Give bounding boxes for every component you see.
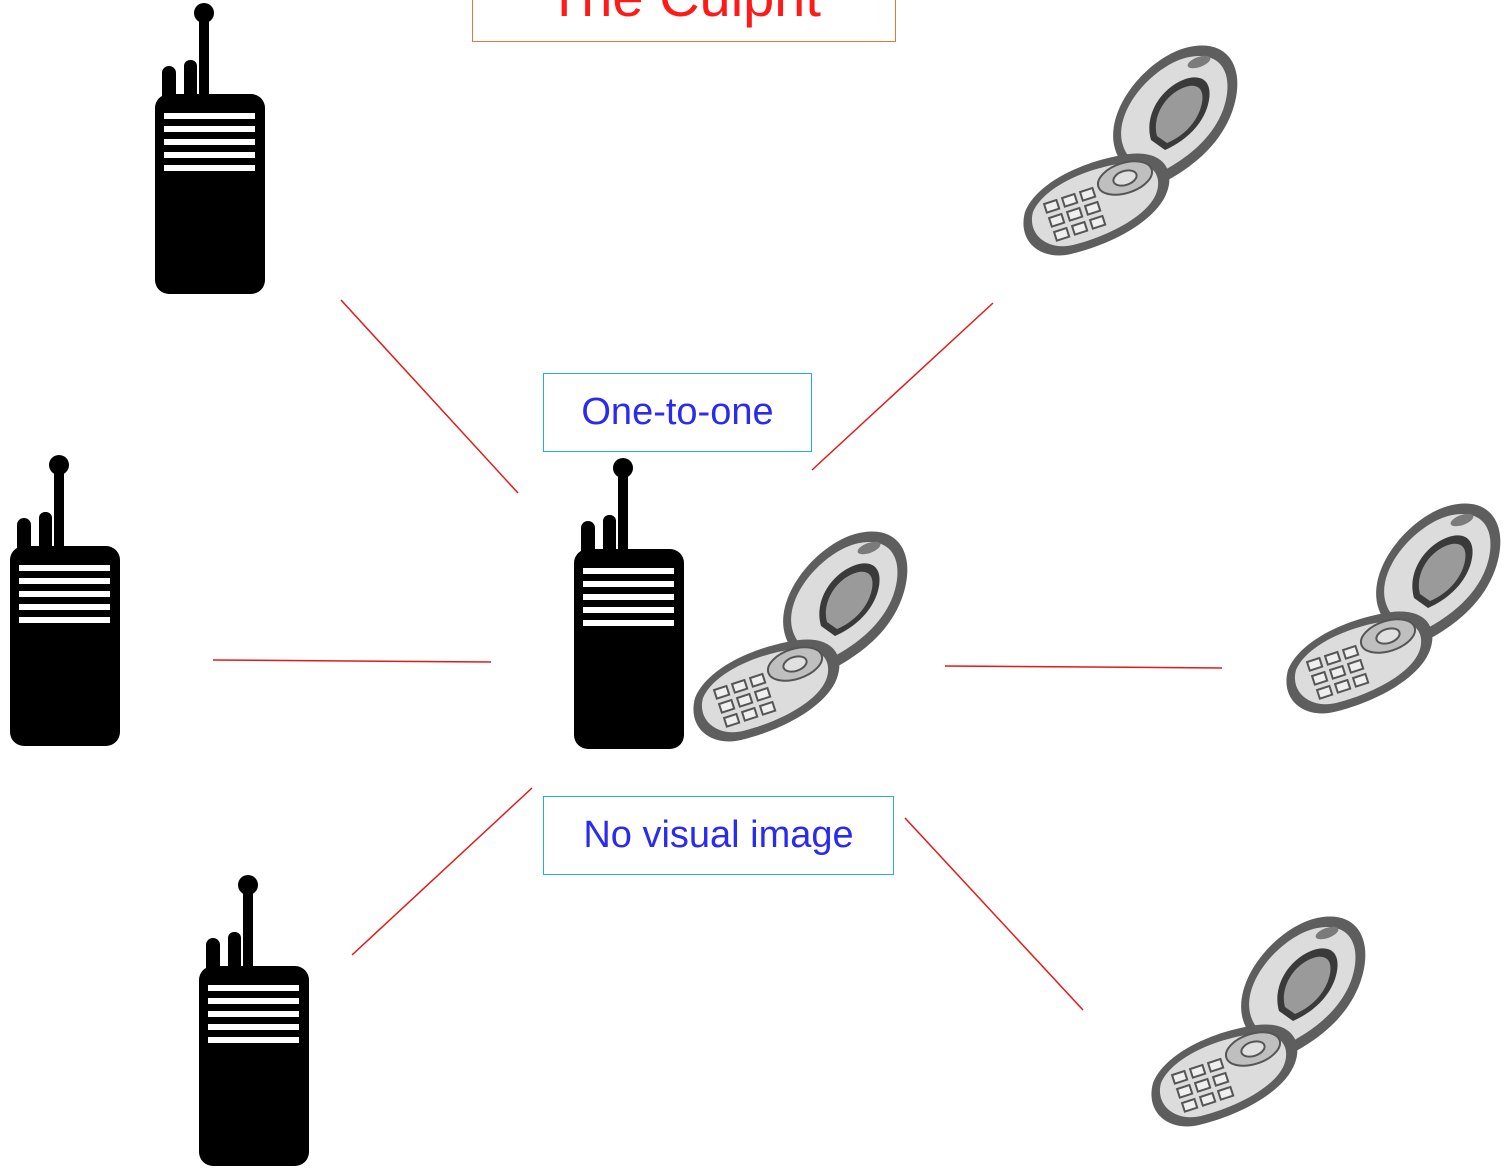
connector-bottom-right xyxy=(904,817,1084,1011)
label-no-visual-image: No visual image xyxy=(543,796,894,875)
walkie-talkie-icon xyxy=(10,455,120,746)
walkie-talkie-icon xyxy=(155,3,265,294)
title-box: The Culprit xyxy=(472,0,896,42)
connector-middle-left xyxy=(212,659,492,663)
flip-phone-icon xyxy=(1022,44,1239,257)
walkie-talkie-icon xyxy=(574,458,684,749)
flip-phone-icon xyxy=(692,530,909,743)
connector-lines xyxy=(212,299,1223,1011)
walkie-talkie-icon xyxy=(199,875,309,1166)
label-one-to-one: One-to-one xyxy=(543,373,812,452)
flip-phone-icon xyxy=(1150,915,1367,1128)
diagram-title: The Culprit xyxy=(547,0,821,25)
connector-middle-right xyxy=(944,665,1223,669)
flip-phone-icon xyxy=(1285,502,1502,715)
connector-top-left xyxy=(340,299,519,494)
connector-bottom-left xyxy=(351,787,533,956)
connector-top-right xyxy=(811,302,994,471)
